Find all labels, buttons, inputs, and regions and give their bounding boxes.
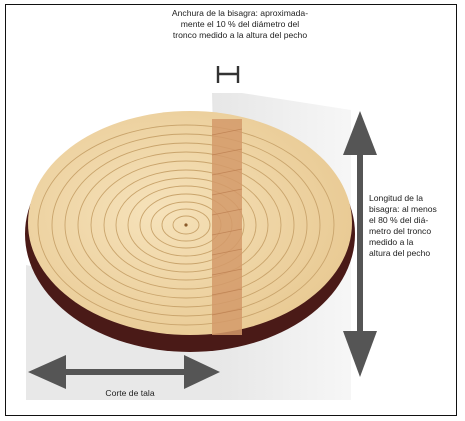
felling-cut-label: Corte de tala: [55, 388, 205, 399]
hinge-band: [212, 119, 242, 335]
hinge-width-label: Anchura de la bisagra: aproximada- mente…: [130, 8, 350, 41]
log-pith: [184, 223, 187, 226]
hinge-length-label: Longitud de la bisagra: al menos el 80 %…: [369, 193, 465, 259]
log-cut-face: [28, 111, 352, 335]
hinge-width-marker: [218, 66, 238, 83]
